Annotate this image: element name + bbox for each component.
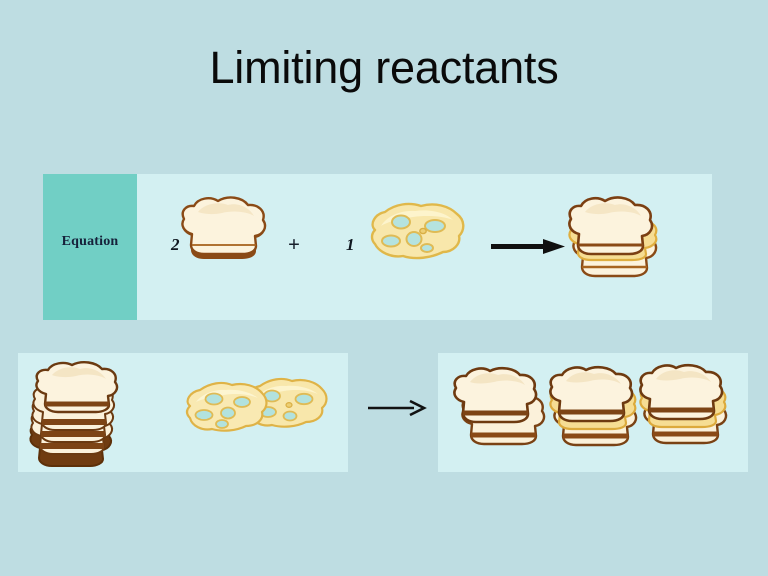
- equation-label: Equation: [61, 234, 119, 249]
- reactants-panel: [18, 353, 348, 472]
- page-title: Limiting reactants: [209, 42, 559, 93]
- cheese-pair-icon: [180, 374, 330, 448]
- bread-stack-icon: [24, 358, 152, 467]
- product-sandwich-icon-1: [546, 365, 650, 453]
- bread-slice-icon: [178, 196, 274, 268]
- product-sandwich-icon-2: [636, 363, 740, 451]
- equation-label-block: Equation: [43, 174, 137, 320]
- cheese-slice-icon: [365, 200, 469, 266]
- reaction-arrow-icon: [366, 396, 428, 420]
- leftover-bread-icon: [450, 366, 554, 452]
- cheese-sandwich-icon: [565, 196, 671, 278]
- bread-coefficient: 2: [171, 235, 180, 254]
- equation-figure-panel: Equation 2 + 1: [43, 174, 712, 320]
- plus-operator: +: [288, 232, 300, 256]
- products-panel: [438, 353, 748, 472]
- cheese-coefficient: 1: [346, 235, 355, 254]
- yields-arrow-icon: [491, 238, 567, 256]
